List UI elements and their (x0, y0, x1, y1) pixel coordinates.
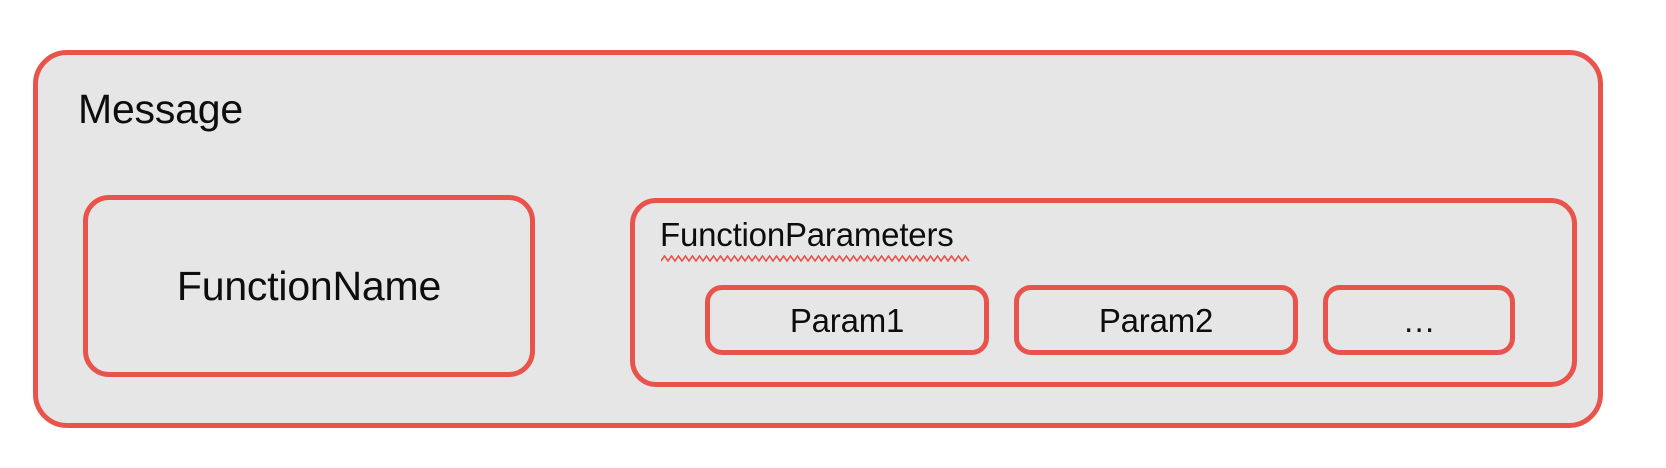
function-parameters-title: FunctionParameters (660, 216, 954, 253)
function-parameters-block[interactable]: FunctionParameters Param1 Param2 … (630, 198, 1577, 387)
message-title: Message (78, 86, 243, 132)
param-chip[interactable]: Param2 (1014, 285, 1298, 355)
function-name-block[interactable]: FunctionName (83, 195, 535, 377)
message-block[interactable]: Message FunctionName FunctionParameters … (33, 50, 1603, 428)
param-chip[interactable]: Param1 (705, 285, 989, 355)
param-chip-label: Param1 (789, 301, 905, 339)
spellcheck-squiggle-icon (661, 255, 971, 262)
function-name-label: FunctionName (176, 263, 442, 309)
parameters-list: Param1 Param2 … (705, 285, 1515, 355)
param-chip-label: Param2 (1098, 301, 1214, 339)
param-chip-label: … (1402, 301, 1436, 339)
param-chip[interactable]: … (1323, 285, 1515, 355)
